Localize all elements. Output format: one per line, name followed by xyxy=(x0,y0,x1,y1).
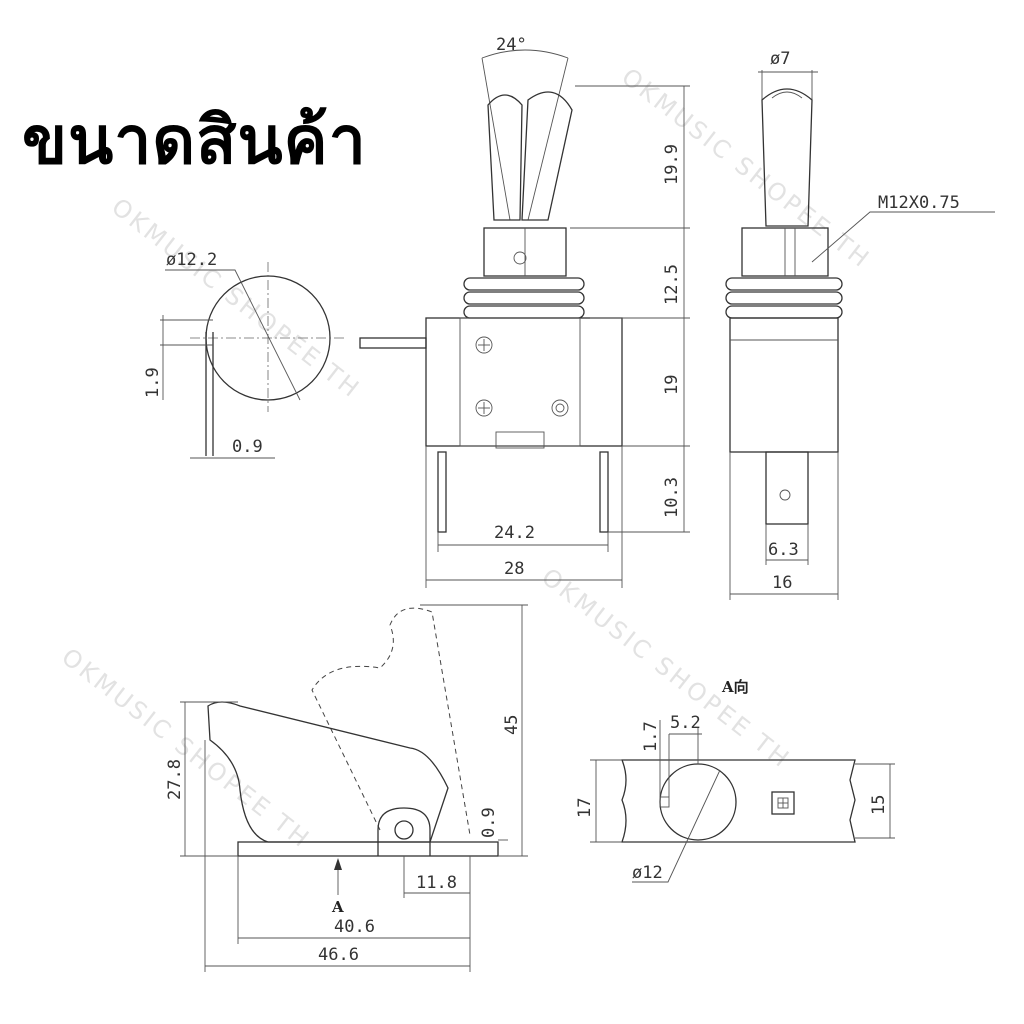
outer-length-label: 46.6 xyxy=(318,945,359,965)
outer-width-label: 28 xyxy=(504,559,524,579)
watermark-1: OKMUSIC SHOPEE TH xyxy=(616,63,876,275)
terminal-right xyxy=(599,451,609,533)
watermark-group: OKMUSIC SHOPEE TH OKMUSIC SHOPEE TH OKMU… xyxy=(56,63,876,855)
offset-label: 5.2 xyxy=(670,713,701,733)
terminal-height-label: 10.3 xyxy=(662,477,682,518)
pivot-offset-label: 11.8 xyxy=(416,873,457,893)
bushing-height-label: 12.5 xyxy=(662,264,682,305)
thread-label: M12X0.75 xyxy=(878,193,960,213)
side-terminal xyxy=(359,337,427,349)
body-height-label: 19 xyxy=(662,375,682,395)
lever-angle-label: 24° xyxy=(496,35,527,55)
nut-1 xyxy=(463,277,585,291)
side-body xyxy=(729,317,839,453)
watermark-4: OKMUSIC SHOPEE TH xyxy=(56,643,316,855)
a-view: A向 1.7 5.2 17 15 ø12 xyxy=(575,678,895,883)
cover-view: 27.8 45 0.9 11.8 A 40.6 46.6 xyxy=(165,604,528,972)
front-view: 24° xyxy=(359,35,690,588)
side-terminal-tab xyxy=(765,451,809,525)
hole-diameter-label: ø12.2 xyxy=(166,250,217,270)
key-height-label: 1.9 xyxy=(143,367,163,398)
inner-width-label: 24.2 xyxy=(494,523,535,543)
cover-base xyxy=(237,841,499,857)
a-view-hole xyxy=(659,763,737,841)
terminal-width-label: 6.3 xyxy=(768,540,799,560)
closed-height-label: 27.8 xyxy=(165,759,185,800)
a-height-outer-label: 17 xyxy=(575,798,595,818)
side-width-label: 16 xyxy=(772,573,792,593)
inner-length-label: 40.6 xyxy=(334,917,375,937)
side-view: ø7 M12X0.75 6.3 16 xyxy=(725,49,995,600)
key-width-label: 1.7 xyxy=(641,721,661,752)
a-view-title: A向 xyxy=(721,678,749,696)
lever-diameter-label: ø7 xyxy=(770,49,790,69)
nut-3 xyxy=(463,305,585,319)
view-arrow-label: A xyxy=(331,898,344,916)
lever-left xyxy=(487,94,523,221)
a-height-inner-label: 15 xyxy=(869,795,889,815)
key-depth-label: 0.9 xyxy=(232,437,263,457)
terminal-left xyxy=(437,451,447,533)
side-lever xyxy=(761,88,813,227)
hole-view: ø12.2 1.9 0.9 xyxy=(143,250,345,459)
a-view-outline xyxy=(621,759,856,843)
lever-height-label: 19.9 xyxy=(662,144,682,185)
total-height-label: 45 xyxy=(502,715,522,735)
base-thickness-label: 0.9 xyxy=(479,807,499,838)
switch-body xyxy=(425,317,623,447)
nut-2 xyxy=(463,291,585,305)
page-title: ขนาดสินค้า xyxy=(22,102,367,179)
a-diameter-label: ø12 xyxy=(632,863,663,883)
cover-open-outline xyxy=(311,607,471,836)
lever-right xyxy=(521,91,573,221)
